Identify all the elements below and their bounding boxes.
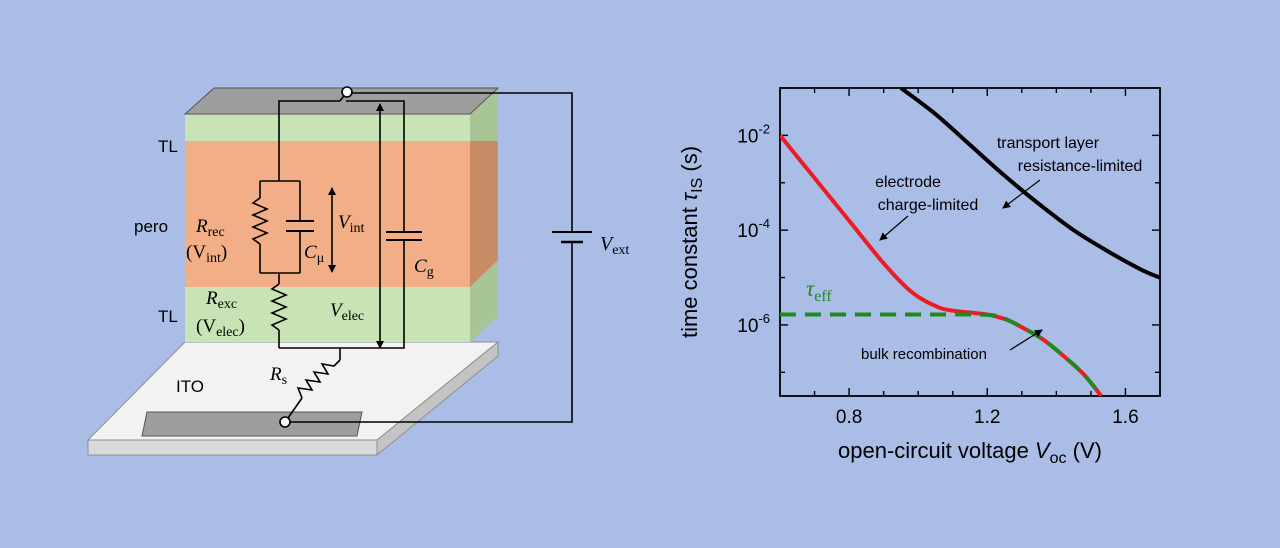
annotation-transport-arrow — [1002, 179, 1041, 209]
tl-top-side-face — [470, 88, 498, 141]
pero-front-face — [185, 141, 470, 287]
x-tick-label: 1.6 — [1112, 407, 1138, 428]
wire-external-bottom — [290, 242, 573, 423]
x-tick-label: 0.8 — [836, 407, 862, 428]
x-axis-title: open-circuit voltage Voc (V) — [838, 438, 1102, 467]
node-top-contact — [341, 86, 353, 98]
annotation-transport-line2: resistance-limited — [1018, 158, 1142, 175]
wire-bottom-cg — [279, 240, 405, 349]
ito-substrate — [86, 340, 500, 457]
axis-tick-labels: 0.8 1.2 1.6 10-2 10-4 10-6 — [737, 121, 1138, 428]
layer-label-tl-bottom: TL — [158, 307, 178, 326]
label-v-elec: Velec — [330, 300, 364, 324]
annotation-electrode-arrow — [879, 215, 909, 241]
wire-top-left — [278, 100, 340, 181]
wire-external-top — [351, 92, 573, 232]
plot-frame — [779, 87, 1161, 397]
annotation-transport-line1: transport layer — [997, 135, 1100, 152]
annotation-electrode-line1: electrode — [875, 174, 941, 191]
resistor-r-exc — [269, 283, 289, 331]
layer-label-ito: ITO — [176, 377, 204, 396]
chart-series — [780, 88, 1160, 396]
wire-top-cg — [346, 100, 405, 232]
ito-side-face — [376, 340, 499, 457]
y-tick-label: 10-4 — [737, 216, 770, 242]
layer-label-tl-top: TL — [158, 137, 178, 156]
annotation-bulk-arrow — [1009, 329, 1043, 351]
label-r-rec-arg: (Vint) — [186, 242, 227, 266]
annotation-electrode-line2: charge-limited — [878, 197, 978, 214]
annotation-bulk: bulk recombination — [861, 346, 987, 363]
time-constant-chart: 0.8 1.2 1.6 10-2 10-4 10-6 open-circuit volta… — [677, 87, 1161, 467]
top-electrode — [183, 87, 500, 115]
annotation-tau-eff: τeff — [806, 276, 832, 305]
tl-top-front-face — [185, 114, 470, 141]
label-v-int: Vint — [338, 212, 364, 236]
y-tick-label: 10-6 — [737, 311, 770, 337]
resistor-r-rec — [250, 197, 270, 245]
tl-bottom-front-face — [185, 287, 470, 342]
label-v-ext: Vext — [600, 233, 629, 258]
label-r-exc: Rexc — [205, 288, 237, 312]
x-tick-label: 1.2 — [974, 407, 1000, 428]
label-r-s: Rs — [269, 364, 287, 388]
ito-contact-pad — [141, 411, 363, 437]
resistor-r-s — [296, 359, 341, 399]
series-tau-eff — [780, 312, 1103, 396]
label-c-mu: Cμ — [304, 242, 324, 266]
pero-side-face — [470, 141, 498, 287]
ito-front-face — [87, 439, 378, 456]
label-r-exc-arg: (Velec) — [196, 316, 245, 340]
axis-ticks — [779, 87, 1161, 396]
label-r-rec: Rrec — [195, 216, 225, 240]
label-c-g: Cg — [414, 256, 434, 280]
equivalent-circuit — [250, 92, 592, 423]
device-schematic: TL pero TL ITO — [86, 86, 629, 457]
y-tick-label: 10-2 — [737, 121, 770, 147]
layer-label-pero: pero — [134, 217, 168, 236]
y-axis-title: time constant τIS (s) — [677, 146, 706, 338]
series-transport-limited — [899, 88, 1160, 280]
tl-bottom-side-face — [470, 260, 498, 342]
node-ito-contact — [279, 416, 291, 428]
